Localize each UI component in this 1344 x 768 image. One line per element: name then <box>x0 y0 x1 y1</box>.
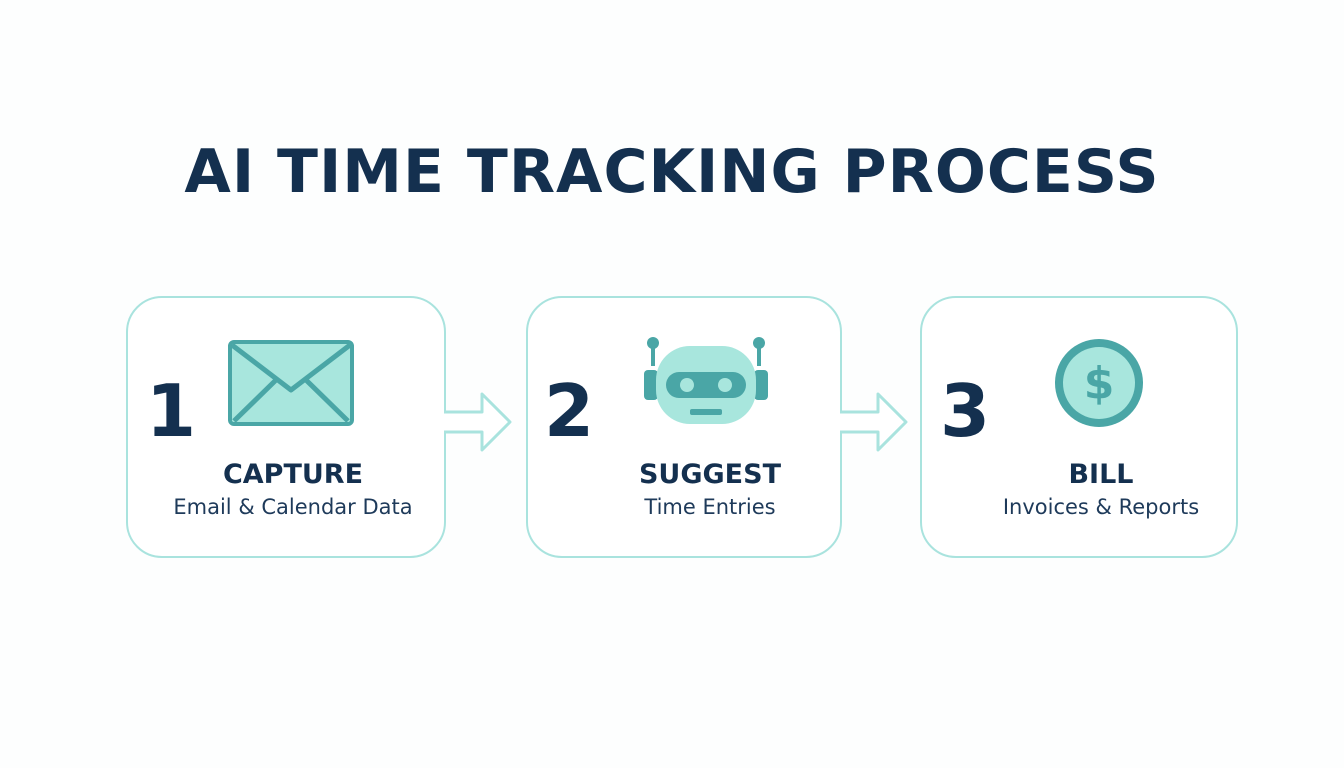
step-label: CAPTURE <box>222 459 364 490</box>
step-number: 2 <box>544 369 595 453</box>
dollar-coin-icon: $ <box>1055 339 1143 427</box>
step-label: SUGGEST <box>638 459 781 490</box>
diagram-title: AI TIME TRACKING PROCESS <box>184 137 1160 207</box>
arrow-right-icon <box>840 392 908 452</box>
step-card-capture <box>126 296 446 558</box>
step-label: BILL <box>1068 459 1134 490</box>
arrow-right-icon <box>444 392 512 452</box>
step-number: 3 <box>940 369 991 453</box>
svg-text:$: $ <box>1084 358 1115 409</box>
step-card-bill <box>920 296 1238 558</box>
envelope-icon <box>228 340 354 426</box>
step-card-suggest <box>526 296 842 558</box>
step-number: 1 <box>146 369 197 453</box>
robot-icon <box>644 337 768 424</box>
step-sublabel: Email & Calendar Data <box>173 495 413 519</box>
step-sublabel: Time Entries <box>644 495 776 519</box>
step-sublabel: Invoices & Reports <box>1002 495 1200 519</box>
